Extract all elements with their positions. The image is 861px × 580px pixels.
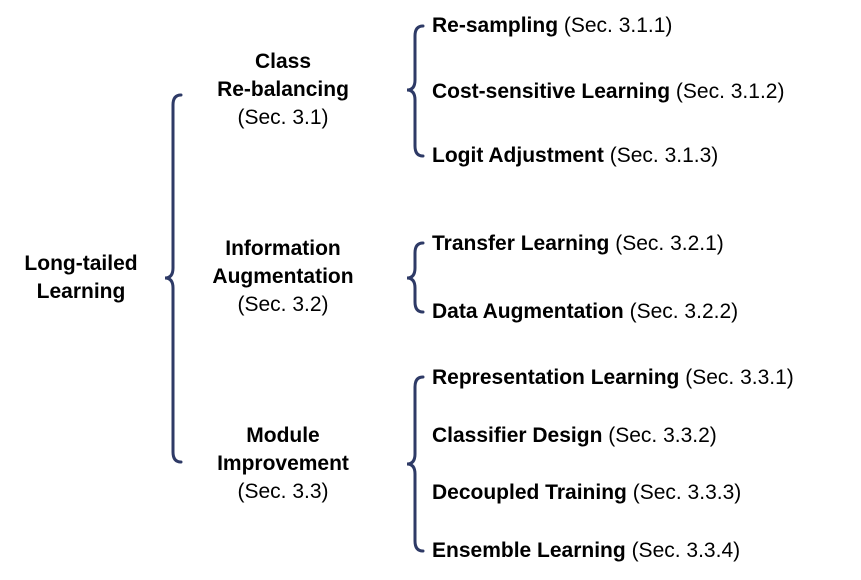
leaf-name: Cost-sensitive Learning xyxy=(432,80,671,103)
category-title-line2: Re-balancing xyxy=(217,78,349,101)
leaf-name: Logit Adjustment xyxy=(432,144,604,167)
category-title-line2: Augmentation xyxy=(212,265,354,288)
category-title-line1: Information xyxy=(225,237,341,260)
category-module-improvement: Module Improvement (Sec. 3.3) xyxy=(193,422,373,506)
root-label-line1: Long-tailed xyxy=(24,252,138,275)
leaf-name: Representation Learning xyxy=(432,366,680,389)
root-label-line2: Learning xyxy=(36,280,126,303)
leaf-cost-sensitive-learning: Cost-sensitive Learning (Sec. 3.1.2) xyxy=(432,78,784,106)
leaf-name: Data Augmentation xyxy=(432,300,624,323)
category-information-augmentation: Information Augmentation (Sec. 3.2) xyxy=(183,235,383,319)
leaf-re-sampling: Re-sampling (Sec. 3.1.1) xyxy=(432,12,672,40)
leaf-section: (Sec. 3.2.1) xyxy=(615,232,724,255)
leaf-ensemble-learning: Ensemble Learning (Sec. 3.3.4) xyxy=(432,537,740,565)
leaf-representation-learning: Representation Learning (Sec. 3.3.1) xyxy=(432,364,794,392)
category-title-line2: Improvement xyxy=(217,452,349,475)
leaf-decoupled-training: Decoupled Training (Sec. 3.3.3) xyxy=(432,479,741,507)
leaf-section: (Sec. 3.3.4) xyxy=(631,539,741,562)
leaf-name: Transfer Learning xyxy=(432,232,610,255)
module-improvement-brace xyxy=(406,375,425,553)
class-rebalancing-brace xyxy=(406,24,425,158)
leaf-logit-adjustment: Logit Adjustment (Sec. 3.1.3) xyxy=(432,142,718,170)
category-title-line1: Class xyxy=(254,50,312,73)
category-section: (Sec. 3.2) xyxy=(237,293,329,316)
leaf-classifier-design: Classifier Design (Sec. 3.3.2) xyxy=(432,422,717,450)
category-section: (Sec. 3.3) xyxy=(237,480,329,503)
root-node: Long-tailed Learning xyxy=(8,250,154,306)
information-augmentation-brace xyxy=(406,241,425,314)
category-section: (Sec. 3.1) xyxy=(237,106,329,129)
leaf-section: (Sec. 3.1.3) xyxy=(609,144,719,167)
leaf-name: Re-sampling xyxy=(432,14,559,37)
leaf-section: (Sec. 3.3.3) xyxy=(632,481,742,504)
leaf-name: Classifier Design xyxy=(432,424,603,447)
leaf-transfer-learning: Transfer Learning (Sec. 3.2.1) xyxy=(432,230,724,258)
leaf-section: (Sec. 3.2.2) xyxy=(629,300,739,323)
leaf-section: (Sec. 3.3.1) xyxy=(685,366,794,389)
root-brace xyxy=(164,93,183,464)
leaf-section: (Sec. 3.1.1) xyxy=(563,14,673,37)
leaf-data-augmentation: Data Augmentation (Sec. 3.2.2) xyxy=(432,298,738,326)
leaf-name: Decoupled Training xyxy=(432,481,627,504)
category-title-line1: Module xyxy=(246,424,320,447)
leaf-section: (Sec. 3.1.2) xyxy=(675,80,785,103)
leaf-name: Ensemble Learning xyxy=(432,539,626,562)
leaf-section: (Sec. 3.3.2) xyxy=(608,424,717,447)
category-class-rebalancing: Class Re-balancing (Sec. 3.1) xyxy=(193,48,373,132)
